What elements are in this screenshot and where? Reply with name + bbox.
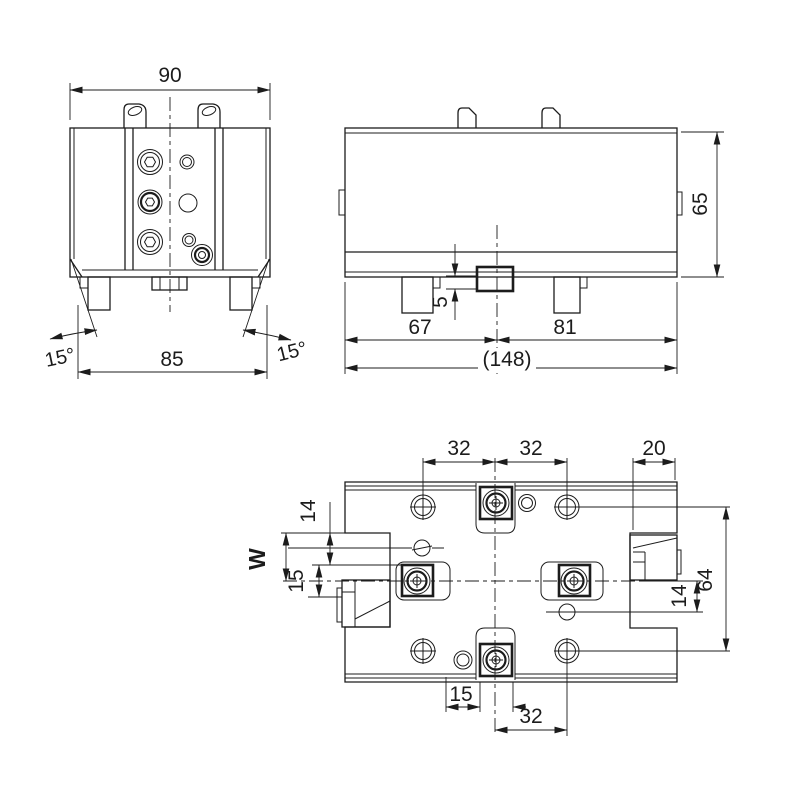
front-feet <box>79 276 261 311</box>
bottom-dims-right: 64 14 <box>576 506 730 652</box>
center-to-hole-label: 32 <box>519 705 542 728</box>
front-angle-right-label: 15° <box>275 338 310 367</box>
front-width-top-label: 90 <box>158 64 181 87</box>
block-height-label: 15 <box>285 569 308 592</box>
side-dim-65: 65 <box>681 131 724 278</box>
right-wedge-block <box>629 534 682 581</box>
front-dim-85: 85 <box>77 348 268 376</box>
front-chamfer-lines <box>70 258 270 379</box>
slot-width-label: W <box>244 548 270 570</box>
side-center-key <box>475 265 515 293</box>
clamp-top <box>475 483 516 534</box>
side-center-right-label: 81 <box>553 316 576 339</box>
block-width-label: 15 <box>449 683 472 706</box>
side-body <box>338 107 683 278</box>
front-width-feet-label: 85 <box>160 348 183 371</box>
side-center-left-label: 67 <box>408 316 431 339</box>
bottom-outline <box>344 481 678 683</box>
bottom-dims-top: 32 32 20 <box>422 437 676 530</box>
front-angle-left-label: 15° <box>43 344 77 372</box>
side-dims-bottom: 67 81 (148) <box>344 282 678 374</box>
side-feet <box>401 276 588 314</box>
notch-to-block-label: 14 <box>297 499 320 523</box>
edge-offset-label: 20 <box>642 437 665 460</box>
side-height-label: 65 <box>689 192 712 215</box>
front-dim-90: 90 <box>69 64 271 120</box>
clamp-bottom <box>475 627 516 680</box>
side-overall-label: (148) <box>482 348 531 371</box>
left-wedge-block <box>336 579 391 628</box>
side-dim-5: 5 <box>429 244 478 320</box>
front-dim-angle-right: 15° <box>242 328 310 367</box>
pitch-right-label: 32 <box>519 437 542 460</box>
front-mounting-screws <box>137 149 213 266</box>
pitch-left-label: 32 <box>447 437 470 460</box>
front-view: 90 85 15° 15° <box>43 64 309 379</box>
bottom-edge-bands <box>345 485 677 679</box>
side-view: 65 5 67 81 (148) <box>338 107 724 374</box>
bottom-dims-bottom: 15 32 <box>445 663 568 736</box>
dim-text-mask <box>478 348 536 371</box>
slotted-screws <box>411 539 576 621</box>
bottom-dims-left: W 14 15 <box>244 499 412 598</box>
ring-holes <box>453 494 536 670</box>
center-to-screw-label: 14 <box>668 584 691 608</box>
side-tab-protrusion-label: 5 <box>429 296 452 308</box>
bottom-view: 32 32 20 W 14 15 64 14 15 <box>244 437 730 736</box>
front-dim-angle-left: 15° <box>43 328 98 372</box>
